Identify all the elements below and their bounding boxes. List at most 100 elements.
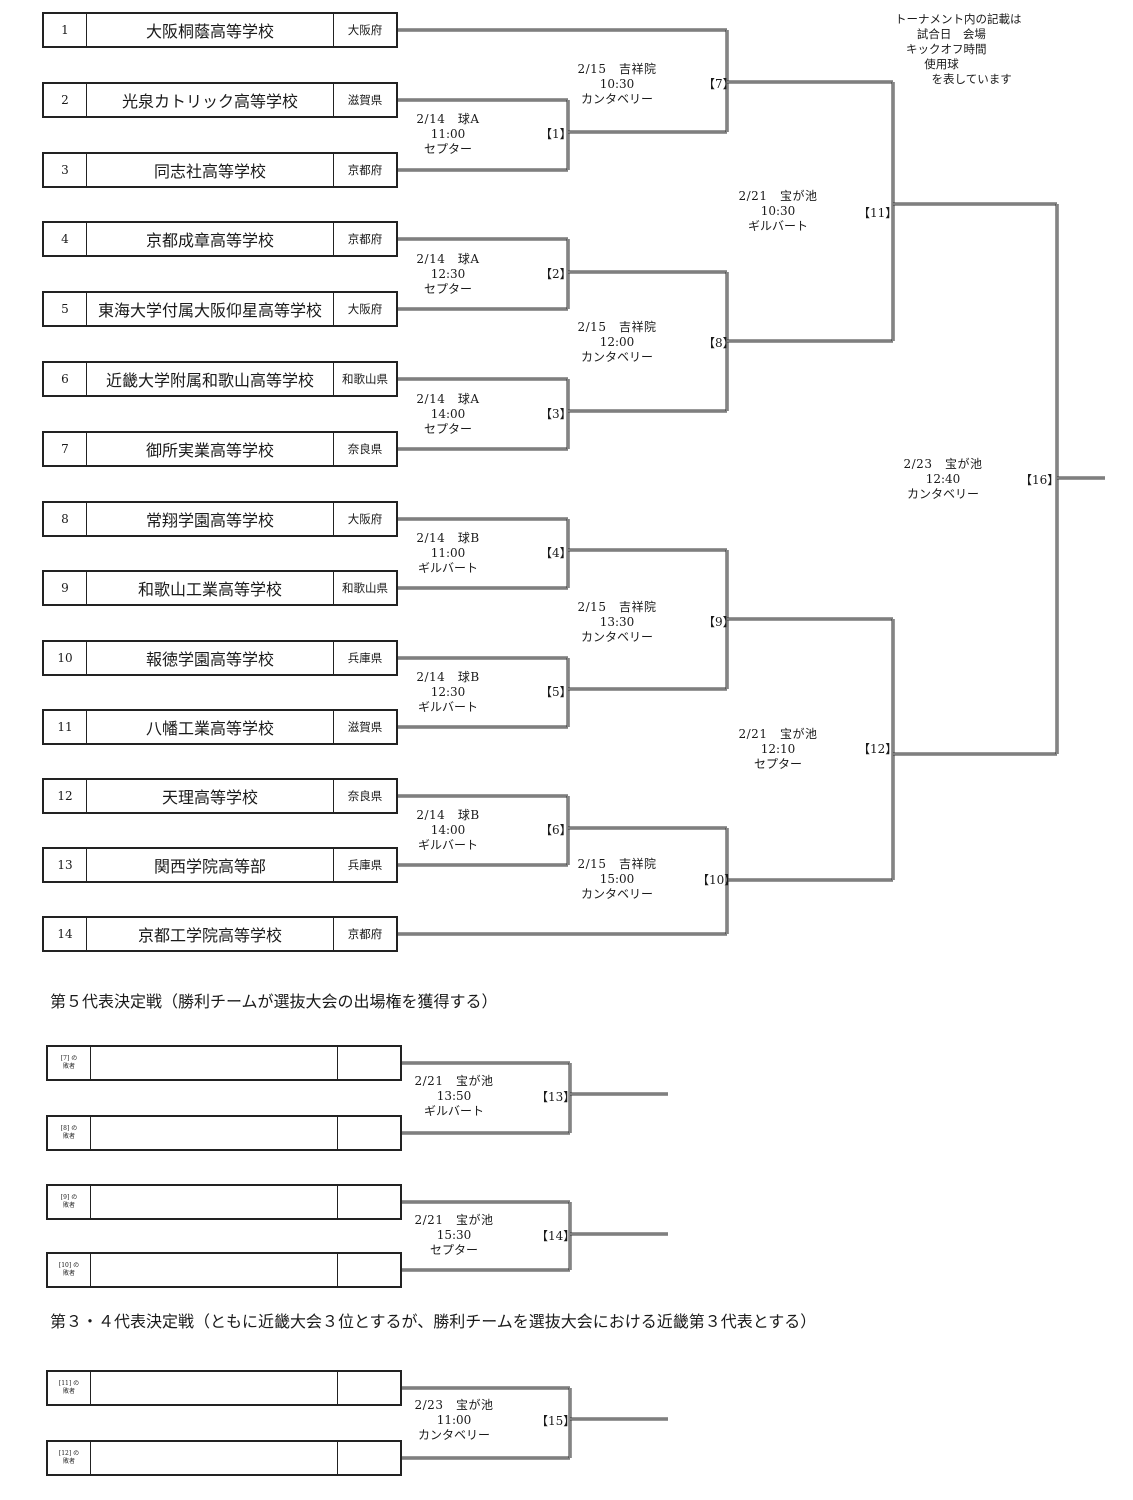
team-name: 同志社高等学校 — [87, 154, 334, 186]
loser-slot-label-line: 敗者 — [62, 1458, 75, 1465]
match-date-venue: 2/14 球A — [388, 392, 508, 407]
match-venue: 宝が池 — [779, 727, 818, 741]
loser-slot-row: [7] の敗者 — [46, 1045, 402, 1081]
team-prefecture: 滋賀県 — [347, 93, 383, 107]
match-kickoff-time: 15:30 — [436, 1228, 472, 1242]
match-date-venue: 2/15 吉祥院 — [557, 320, 677, 335]
match-ball: ギルバート — [747, 219, 808, 233]
team-prefecture: 大阪府 — [347, 302, 383, 316]
loser-slot-label: [7] の敗者 — [48, 1047, 91, 1079]
team-seed: 4 — [44, 223, 87, 255]
team-name: 八幡工業高等学校 — [87, 711, 334, 743]
match-number: 【3】 — [540, 407, 572, 421]
team-prefecture: 大阪府 — [347, 512, 383, 526]
match-venue: 球A — [457, 392, 480, 406]
match-date-venue: 2/15 吉祥院 — [557, 857, 677, 872]
team-seed: 11 — [44, 711, 87, 743]
match-venue: 吉祥院 — [618, 62, 657, 76]
loser-slot-prefecture — [338, 1254, 400, 1286]
match-number: 【16】 — [1020, 473, 1060, 487]
loser-slot-row: [8] の敗者 — [46, 1115, 402, 1151]
third-place-title: 第３・４代表決定戦（ともに近畿大会３位とするが、勝利チームを選抜大会における近畿… — [50, 1312, 817, 1331]
team-name: 京都成章高等学校 — [87, 223, 334, 255]
team-prefecture: 和歌山県 — [342, 581, 388, 595]
match-number: 【8】 — [703, 336, 735, 350]
match-kickoff-time: 12:40 — [925, 472, 961, 486]
team-seed: 10 — [44, 642, 87, 674]
match-date-venue: 2/23 宝が池 — [883, 457, 1003, 472]
team-name: 和歌山工業高等学校 — [87, 572, 334, 604]
loser-slot-label: [8] の敗者 — [48, 1117, 91, 1149]
match-number: 【10】 — [697, 873, 737, 887]
loser-slot-row: [11] の敗者 — [46, 1370, 402, 1406]
match-date-venue: 2/23 宝が池 — [394, 1398, 514, 1413]
team-name: 近畿大学附属和歌山高等学校 — [87, 363, 334, 395]
match-date: 2/15 — [577, 857, 607, 871]
match-number: 【6】 — [540, 823, 572, 837]
team-prefecture: 大阪府 — [347, 23, 383, 37]
match-venue: 宝が池 — [779, 189, 818, 203]
team-name: 御所実業高等学校 — [87, 433, 334, 465]
match-venue: 球B — [457, 531, 480, 545]
loser-slot-name — [91, 1254, 338, 1286]
team-seed: 3 — [44, 154, 87, 186]
team-prefecture: 京都府 — [347, 163, 383, 177]
match-date: 2/15 — [577, 320, 607, 334]
legend-note: トーナメント内の記載は 試合日 会場 キックオフ時間 使用球 を表しています — [895, 12, 1022, 87]
team-seed: 1 — [44, 14, 87, 46]
match-venue: 球B — [457, 808, 480, 822]
match-date-venue: 2/14 球A — [388, 112, 508, 127]
match-number: 【1】 — [540, 127, 572, 141]
match-number: 【14】 — [536, 1229, 576, 1243]
team-prefecture: 京都府 — [347, 927, 383, 941]
match-number: 【12】 — [858, 742, 898, 756]
team-seed: 9 — [44, 572, 87, 604]
match-venue: 球B — [457, 670, 480, 684]
match-kickoff-time: 11:00 — [430, 546, 466, 560]
match-kickoff-time: 12:30 — [430, 267, 466, 281]
loser-slot-name — [91, 1186, 338, 1218]
match-date-venue: 2/15 吉祥院 — [557, 62, 677, 77]
match-kickoff-time: 14:00 — [430, 407, 466, 421]
loser-slot-label-line: [9] の — [60, 1194, 78, 1201]
match-kickoff-time: 14:00 — [430, 823, 466, 837]
team-prefecture: 京都府 — [347, 232, 383, 246]
loser-slot-prefecture — [338, 1186, 400, 1218]
loser-slot-prefecture — [338, 1372, 400, 1404]
loser-slot-name — [91, 1047, 338, 1079]
loser-slot-label-line: [12] の — [58, 1450, 80, 1457]
team-name: 常翔学園高等学校 — [87, 503, 334, 535]
match-number: 【9】 — [703, 615, 735, 629]
match-ball: セプター — [423, 282, 472, 296]
match-venue: 吉祥院 — [618, 320, 657, 334]
loser-slot-label-line: [11] の — [58, 1380, 80, 1387]
match-ball: ギルバート — [423, 1104, 484, 1118]
team-name: 光泉カトリック高等学校 — [87, 84, 334, 116]
loser-slot-label-line: [8] の — [60, 1125, 78, 1132]
loser-slot-label-line: [7] の — [60, 1055, 78, 1062]
match-date-venue: 2/14 球B — [388, 531, 508, 546]
match-date-venue: 2/14 球A — [388, 252, 508, 267]
loser-slot-label-line: [10] の — [58, 1262, 80, 1269]
match-ball: ギルバート — [417, 838, 478, 852]
team-prefecture: 和歌山県 — [342, 372, 388, 386]
match-date-venue: 2/21 宝が池 — [718, 189, 838, 204]
match-ball: カンタベリー — [580, 350, 653, 364]
match-venue: 宝が池 — [944, 457, 983, 471]
match-kickoff-time: 12:10 — [760, 742, 796, 756]
legend-line: を表しています — [895, 72, 1012, 86]
loser-slot-name — [91, 1117, 338, 1149]
